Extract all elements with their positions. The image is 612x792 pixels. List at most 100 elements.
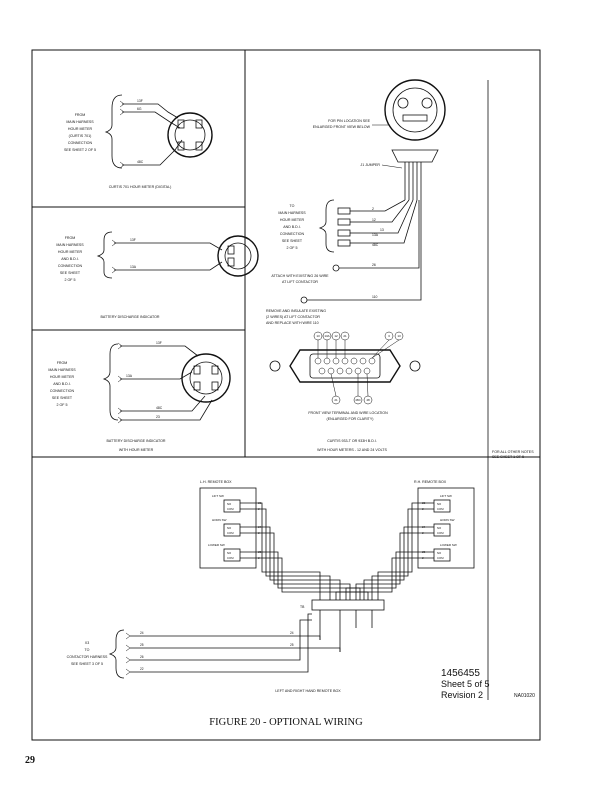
note-line: HOUR METER — [280, 218, 305, 222]
gauge-terminal — [211, 365, 219, 375]
pin-label: 12 — [334, 334, 338, 338]
contact-label: COM — [227, 556, 234, 560]
lh-remote-box-label: L.H. REMOTE BOX — [200, 480, 232, 484]
note-line: AND B.D.I. — [283, 225, 301, 229]
label-bubble — [331, 395, 341, 405]
curtis-933-dial — [397, 97, 409, 109]
wire-label-6g: 6G — [137, 107, 142, 111]
wire-label-13a: 13A — [126, 374, 133, 378]
switch-lower — [223, 548, 241, 562]
wire-label-48c: 48C — [156, 406, 163, 410]
rh-wire — [355, 532, 434, 600]
note-line: CONNECTION — [68, 141, 93, 145]
wire-label-13f: 13F — [156, 341, 162, 345]
rh-wire — [335, 557, 434, 600]
note-line: CONTACTOR HARNESS — [67, 655, 108, 659]
curtis-933-mount — [391, 149, 439, 163]
contact-label: COM — [437, 531, 444, 535]
note-line: MAIN HARNESS — [66, 120, 94, 124]
label-bubble — [331, 331, 341, 341]
lh-switches: LIFT SW NO COM HORN SW NO COM LOWER SW N… — [208, 494, 241, 562]
lh-wire-labels: 22 2 24 2 25 2 — [258, 501, 262, 560]
contact-label: COM — [437, 507, 444, 511]
bdi-gauge — [217, 235, 259, 277]
wire-label-13f: 13F — [137, 99, 143, 103]
terminal-block-outputs — [319, 610, 373, 652]
connector-mount-hole — [409, 360, 421, 372]
rh-remote-box — [417, 487, 475, 569]
note-line: SEE SHEET — [282, 239, 303, 243]
drawing-ref: NA01020 — [514, 693, 535, 699]
wire-label-2: 2 — [372, 207, 374, 211]
front-view-note-line-2: (ENLARGED FOR CLARITY) — [327, 417, 374, 421]
connector-pin — [336, 367, 344, 375]
panel-bdi-hour-meter-caption-2: WITH HOUR METER — [119, 448, 154, 452]
note-line: MAIN HARNESS — [278, 211, 306, 215]
meter-terminal — [177, 141, 185, 151]
meter-terminal — [195, 119, 203, 129]
rh-wire — [363, 526, 434, 600]
panel-curtis-933-caption-1: CURTIS 933-T OR 933H B.D.I. — [327, 439, 377, 443]
pin-label: 3 — [388, 334, 390, 338]
curtis-933-face — [392, 87, 438, 133]
note-line: 2 OF 5 — [65, 278, 76, 282]
pin-label: 13 — [316, 334, 320, 338]
connector-pin — [350, 357, 358, 365]
bdi-terminal — [227, 257, 235, 267]
panel-curtis-933-caption-2: WITH HOUR METERS - 12 AND 24 VOLTS — [317, 448, 387, 452]
lh-remote-box — [199, 487, 257, 569]
wire-fanout — [360, 199, 418, 244]
contact-label: COM — [437, 556, 444, 560]
remove-note-line-2: (2 WIRES) AT LIFT CONTACTOR — [266, 315, 320, 319]
switch-lift — [223, 499, 241, 513]
connector-pin — [314, 357, 322, 365]
connector-pin — [327, 367, 335, 375]
wire-label: 24 — [290, 631, 294, 635]
bdi-hour-meter-gauge — [181, 353, 231, 403]
wire-label: 24 — [140, 631, 144, 635]
note-line: 2 OF 5 — [287, 246, 298, 250]
bdi-hour-meter-face — [189, 361, 223, 395]
pin-note-line-2: ENLARGED FRONT VIEW BELOW — [313, 125, 371, 129]
wire-arrows — [111, 239, 117, 274]
side-note-line-1: FOR ALL OTHER NOTES — [492, 450, 534, 454]
pin-note-line-1: FOR PIN LOCATION SEE — [328, 119, 370, 123]
panel-hour-meter-caption: CURTIS 701 HOUR METER (DIGITAL) — [109, 185, 172, 189]
wire-26 — [360, 200, 420, 269]
rh-wire — [377, 502, 434, 600]
harness-wire-25 — [130, 647, 341, 652]
note-line: X3 — [85, 641, 89, 645]
rh-switches: LIFT SW NO COM HORN SW NO COM LOWER SW N… — [433, 494, 457, 562]
wire-48c — [122, 139, 183, 166]
note-line: SEE SHEET 3 OF 5 — [71, 662, 103, 666]
wire-connector — [337, 229, 351, 237]
pin-label: 13 — [397, 334, 401, 338]
harness-wire-24 — [130, 635, 321, 640]
contact-label: NO — [437, 502, 442, 506]
page-number: 29 — [25, 755, 35, 766]
pin-label: 21 — [334, 398, 338, 402]
note-line: SEE SHEET — [60, 271, 81, 275]
leader-line — [330, 373, 337, 397]
wire-13f — [120, 345, 199, 357]
hour-meter-gauge — [167, 112, 213, 158]
wire-label-26: 26 — [372, 263, 376, 267]
drawing-revision: Revision 2 — [441, 690, 483, 700]
connector-front-view — [289, 349, 401, 383]
note-line: TO — [85, 648, 90, 652]
note-line: 2 OF 5 — [57, 403, 68, 407]
switch-label: LOWER SW — [208, 543, 225, 547]
switch-label: LIFT SW — [440, 494, 452, 498]
lh-wire — [240, 557, 369, 600]
panel-curtis-933: FOR PIN LOCATION SEE ENLARGED FRONT VIEW… — [266, 79, 446, 452]
rh-remote-box-label: R.H. REMOTE BOX — [414, 480, 447, 484]
note-line: FROM — [65, 236, 76, 240]
connector-pins — [314, 357, 376, 375]
wire-label-13a: 13A — [372, 233, 379, 237]
wire-110 — [360, 200, 422, 301]
panel-bdi-caption: BATTERY DISCHARGE INDICATOR — [101, 315, 160, 319]
note-line: SEE SHEET 2 OF 5 — [64, 148, 96, 152]
connector-pin — [368, 357, 376, 365]
brace — [318, 199, 335, 253]
note-line: MAIN HARNESS — [56, 243, 84, 247]
